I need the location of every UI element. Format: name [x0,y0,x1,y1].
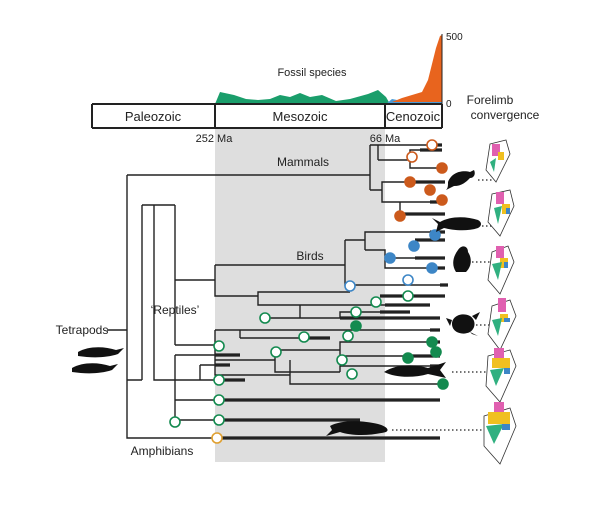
era-cenozoic: Cenozoic [386,109,441,124]
clade-amphibians: Amphibians [131,444,194,458]
bird-node [402,274,414,286]
forelimb-title-2: convergence [471,108,540,122]
penguin-silhouette-icon [453,246,471,272]
reptile-node [350,306,362,318]
bird-node [344,280,356,292]
turtle-silhouette-icon [446,312,480,336]
reptile-node [370,296,382,308]
reptile-node [402,352,414,364]
era-bar: Paleozoic Mesozoic Cenozoic 252 Ma 66 Ma [91,103,443,145]
axis-min-label: 0 [446,99,452,110]
mammal-node [406,151,418,163]
reptile-node [270,346,282,358]
clade-tetrapods: Tetrapods [56,323,109,337]
tetrapod-silhouette-icon [72,347,124,374]
boundary-252: 252 Ma [196,133,234,145]
bird-node [384,252,396,264]
clade-reptiles: ‘Reptiles’ [151,303,200,317]
axis-max-label: 500 [446,32,463,43]
era-paleozoic: Paleozoic [125,109,182,124]
reptile-node [213,374,225,386]
reptile-node [213,340,225,352]
reptile-node [213,394,225,406]
reptile-node [259,312,271,324]
clade-birds: Birds [296,249,323,263]
forelimb-connectors [392,179,492,431]
mesozoic-band [215,128,385,462]
mammal-node [426,139,438,151]
mammal-node [436,162,448,174]
fossil-species-chart: Fossil species 500 0 [215,32,463,110]
reptile-node [426,336,438,348]
phylogenetic-tree [107,144,442,439]
era-mesozoic: Mesozoic [273,109,328,124]
reptile-node [169,416,181,428]
bird-node [408,240,420,252]
reptile-node [213,414,225,426]
mosasaur-silhouette-icon [326,421,388,436]
mammal-node [436,194,448,206]
ichthyosaur-silhouette-icon [384,362,446,378]
tree-nodes [169,139,449,444]
fossil-species-label: Fossil species [277,67,347,79]
reptile-node [342,330,354,342]
reptile-node [402,290,414,302]
reptile-node [437,378,449,390]
seal-silhouette-icon [446,170,475,190]
bird-node [429,229,441,241]
fossil-area-orange [392,35,442,102]
reptile-node [430,346,442,358]
reptile-node [350,320,362,332]
reptile-node [346,368,358,380]
forelimb-bones-icon [483,139,517,465]
reptile-node [336,354,348,366]
boundary-66: 66 Ma [370,133,401,145]
clade-mammals: Mammals [277,155,329,169]
forelimb-title-1: Forelimb [467,93,514,107]
amphibian-node [211,432,223,444]
mammal-node [424,184,436,196]
fossil-area-green [215,90,390,104]
mammal-node [404,176,416,188]
mammal-node [394,210,406,222]
bird-node [426,262,438,274]
whale-silhouette-icon [432,217,481,232]
reptile-node [298,331,310,343]
